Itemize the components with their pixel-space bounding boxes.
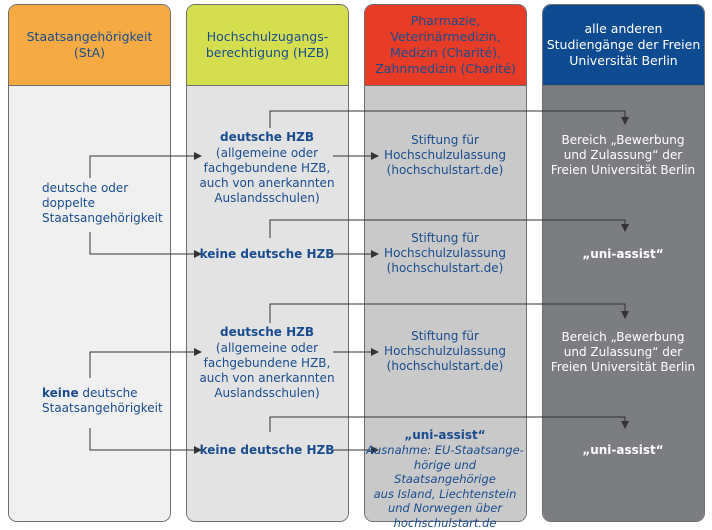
other-r2: „uni-assist“ — [582, 247, 664, 261]
arrow-hzb4-to-other — [269, 416, 629, 432]
sta-keine-rest: deutsche Staatsangehörigkeit — [42, 386, 163, 415]
arrow-hzb1-to-other — [269, 110, 629, 128]
column-header-pharmazie: Pharmazie, Veterinärmedizin, Medizin (Ch… — [365, 5, 526, 86]
pharm-r2: Stiftung für Hochschulzulassung (hochsch… — [384, 231, 506, 275]
pharm-r4-title: „uni-assist“ — [404, 428, 486, 442]
hzb-r1-title: deutsche HZB — [219, 130, 314, 144]
sta-group-deutsch: deutsche oder doppelte Staatsangehörigke… — [42, 181, 163, 225]
arrow-hzb2-to-other — [269, 219, 629, 238]
pharm-r3: Stiftung für Hochschulzulassung (hochsch… — [384, 329, 506, 373]
other-r3: Bereich „Bewerbung und Zulassung“ der Fr… — [550, 330, 696, 374]
hzb-r4: keine deutsche HZB — [199, 443, 335, 457]
arrow-sta1-to-hzb1 — [89, 152, 202, 178]
column-header-sta: Staatsangehörigkeit (StA) — [9, 5, 170, 86]
other-r4: „uni-assist“ — [582, 443, 664, 457]
column-header-hzb: Hochschulzugangs- berechtigung (HZB) — [187, 5, 348, 86]
hzb-r3-detail: (allgemeine oder fachgebundene HZB, auch… — [199, 341, 335, 400]
arrow-sta1-to-hzb2 — [89, 232, 202, 258]
hzb-r2: keine deutsche HZB — [199, 247, 335, 261]
sta-group-keine-deutsche: keine deutsche Staatsangehörigkeit — [42, 386, 167, 416]
pharm-r4-note: Ausnahme: EU-Staatsange- hörige und Staa… — [366, 443, 524, 530]
arrow-sta2-to-hzb3 — [89, 348, 202, 378]
sta-keine-bold: keine — [42, 386, 79, 400]
hzb-r3-title: deutsche HZB — [219, 325, 314, 339]
other-r1: Bereich „Bewerbung und Zulassung“ der Fr… — [550, 133, 696, 177]
column-header-andere: alle anderen Studiengänge der Freien Uni… — [543, 5, 704, 86]
pharm-r1: Stiftung für Hochschulzulassung (hochsch… — [384, 133, 506, 177]
arrow-hzb3-to-other — [269, 303, 629, 323]
hzb-r1-detail: (allgemeine oder fachgebundene HZB, auch… — [199, 146, 335, 205]
arrow-sta2-to-hzb4 — [89, 428, 202, 454]
